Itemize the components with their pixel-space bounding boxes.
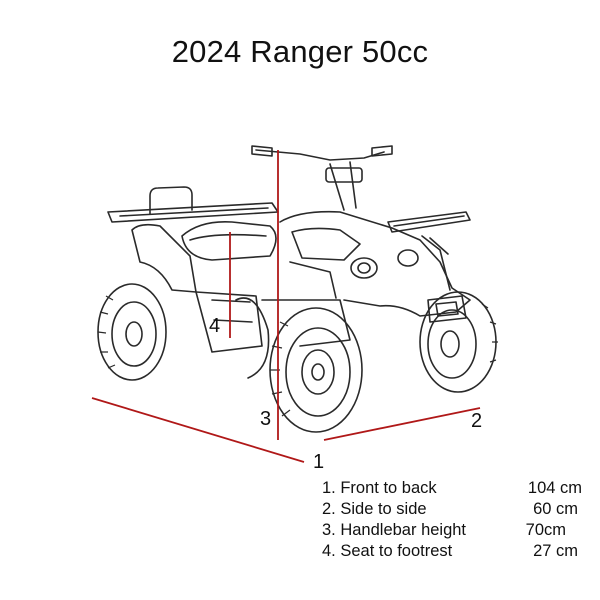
front-right-wheel [419, 291, 497, 393]
front-left-wheel [269, 307, 363, 433]
rear-rack [107, 186, 279, 223]
spec-label: 2. Side to side [322, 500, 427, 518]
dimension-label-1: 1 [313, 451, 325, 473]
front-rack [387, 211, 471, 233]
dimension-line-1 [91, 397, 305, 463]
spec-label: 4. Seat to footrest [322, 542, 453, 560]
tire-treads [97, 295, 498, 417]
spec-row: 1. Front to back 104 cm [322, 479, 582, 500]
rear-right-wheel [235, 297, 270, 379]
dimension-label-3: 3 [260, 408, 272, 430]
dimension-line-2 [323, 407, 481, 441]
seat [181, 220, 277, 261]
rear-left-wheel [97, 283, 167, 381]
spec-value: 60 cm [533, 500, 578, 518]
spec-row: 3. Handlebar height 70cm [322, 521, 582, 542]
dimension-label-2: 2 [471, 410, 483, 432]
spec-value: 70cm [525, 521, 566, 539]
spec-row: 2. Side to side 60 cm [322, 500, 582, 521]
spec-value: 104 cm [527, 479, 582, 497]
body-panels [131, 210, 471, 323]
handlebars [251, 145, 393, 211]
spec-row: 4. Seat to footrest 27 cm [322, 542, 582, 563]
spec-label: 3. Handlebar height [322, 521, 467, 539]
spec-value: 27 cm [533, 542, 578, 560]
page-title: 2024 Ranger 50cc [171, 34, 429, 69]
dimension-lines [91, 150, 481, 463]
spec-list: 1. Front to back 104 cm 2. Side to side … [322, 479, 582, 563]
dimension-label-4: 4 [209, 315, 221, 337]
spec-label: 1. Front to back [322, 479, 437, 497]
frame-engine [195, 261, 351, 353]
